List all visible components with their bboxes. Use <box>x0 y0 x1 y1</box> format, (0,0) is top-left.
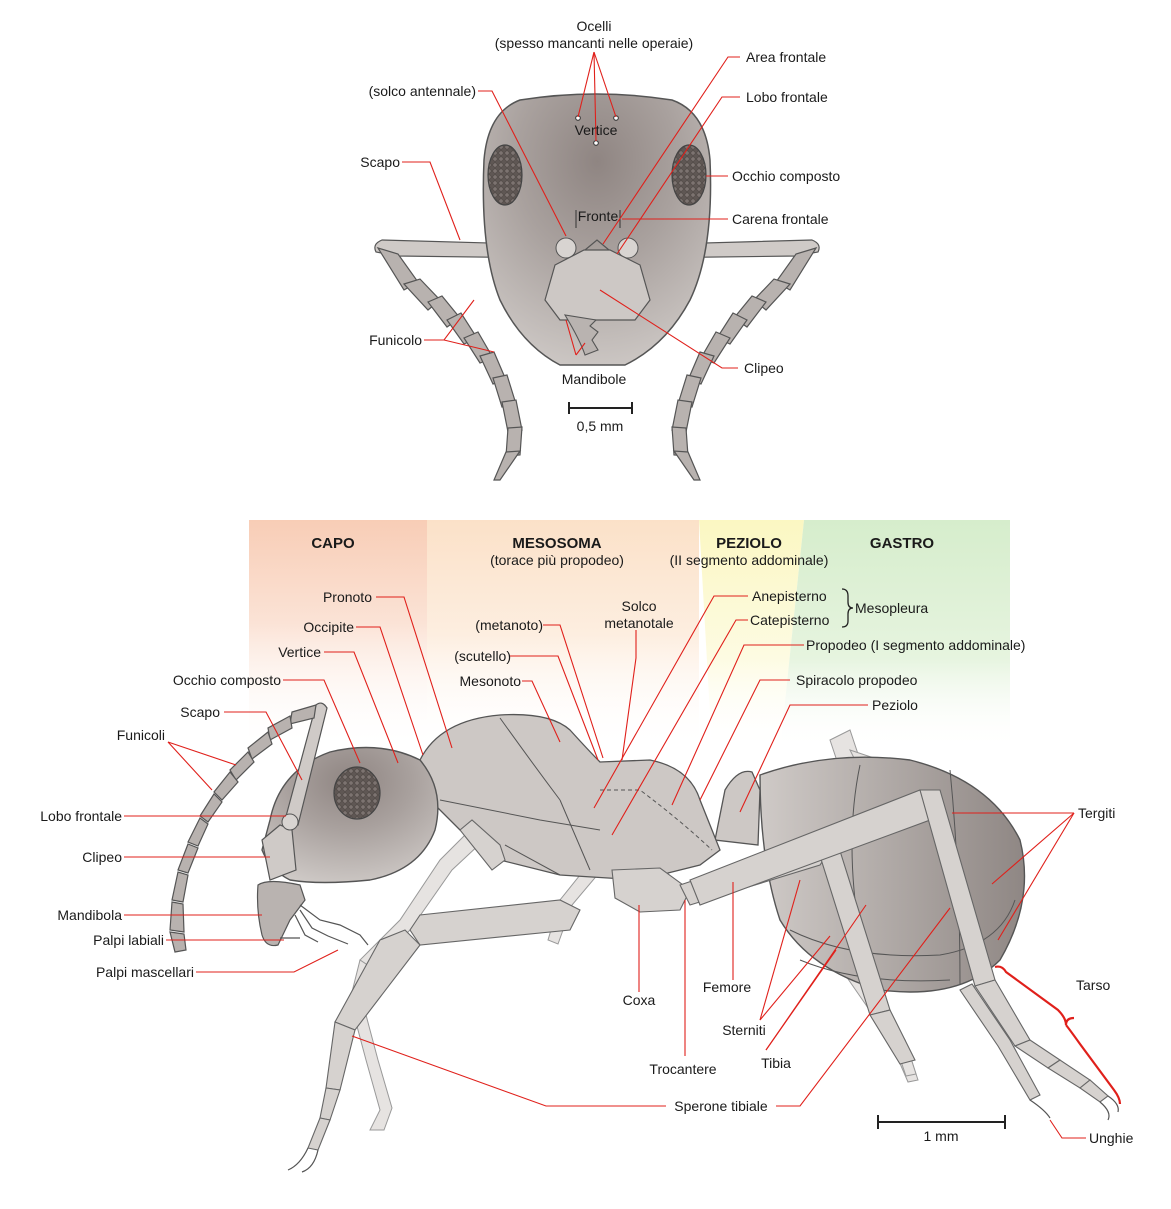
clypeus-frontal <box>544 249 651 321</box>
band-title-mesosoma: MESOSOMA <box>512 535 601 552</box>
head-scale-bar: 0,5 mm <box>568 402 633 434</box>
palps <box>280 904 369 946</box>
head-capsule <box>482 93 712 366</box>
band-title-capo: CAPO <box>311 535 355 552</box>
label-vertice-body: Vertice <box>278 644 321 660</box>
band-sub-mesosoma: (torace più propodeo) <box>490 552 624 568</box>
label-palpi-mascellari: Palpi mascellari <box>96 964 194 980</box>
band-sub-peziolo: (II segmento addominale) <box>670 552 829 568</box>
tarso-bracket <box>994 965 1122 1105</box>
band-peziolo <box>699 520 804 750</box>
label-funicoli: Funicoli <box>117 727 165 743</box>
label-ocelli-note: (spesso mancanti nelle operaie) <box>495 35 693 51</box>
left-antenna <box>374 239 561 481</box>
band-gastro <box>780 520 1010 750</box>
head-labels: Ocelli (spesso mancanti nelle operaie) V… <box>360 18 840 387</box>
label-mesopleura: Mesopleura <box>855 600 928 616</box>
label-fronte: Fronte <box>578 208 619 224</box>
label-femore: Femore <box>703 979 751 995</box>
label-occhio-composto-head: Occhio composto <box>732 168 840 184</box>
label-lobo-frontale-head: Lobo frontale <box>746 89 828 105</box>
lateral-compound-eye <box>333 766 381 820</box>
label-clipeo-body: Clipeo <box>82 849 122 865</box>
label-clipeo-head: Clipeo <box>744 360 784 376</box>
mandibles-frontal <box>563 314 599 356</box>
front-leg <box>287 819 581 1173</box>
mandible-lateral <box>256 880 306 947</box>
label-funicolo: Funicolo <box>369 332 422 348</box>
label-tarso: Tarso <box>1076 977 1110 993</box>
label-sterniti: Sterniti <box>722 1022 766 1038</box>
label-mandibola: Mandibola <box>57 907 122 923</box>
label-mandibole: Mandibole <box>562 371 627 387</box>
body-region-bands <box>249 520 1010 750</box>
label-solco-2: metanotale <box>604 615 673 631</box>
label-carena-frontale: Carena frontale <box>732 211 829 227</box>
label-peziolo-body: Peziolo <box>872 697 918 713</box>
label-sperone-tibiale: Sperone tibiale <box>674 1098 768 1114</box>
label-ocelli: Ocelli <box>576 18 611 34</box>
body-labels: Pronoto Occipite Vertice Occhio composto… <box>40 588 1133 1146</box>
label-scutello: (scutello) <box>454 648 511 664</box>
label-spiracolo: Spiracolo propodeo <box>796 672 918 688</box>
ant-lateral-view <box>169 702 1119 1173</box>
label-trocantere: Trocantere <box>649 1061 716 1077</box>
label-tergiti: Tergiti <box>1078 805 1115 821</box>
body-leader-lines <box>124 595 1086 1139</box>
left-compound-eye <box>487 144 523 206</box>
clypeus-lateral <box>261 824 297 881</box>
label-coxa: Coxa <box>623 992 656 1008</box>
label-unghie: Unghie <box>1089 1130 1134 1146</box>
head-leader-lines <box>402 51 740 369</box>
label-occhio-composto-body: Occhio composto <box>173 672 281 688</box>
hind-leg <box>689 789 1119 1121</box>
funiculi-lateral <box>169 704 317 953</box>
label-solco-1: Solco <box>621 598 656 614</box>
label-scapo-body: Scapo <box>180 704 220 720</box>
label-palpi-labiali: Palpi labiali <box>93 932 164 948</box>
band-title-gastro: GASTRO <box>870 535 935 552</box>
label-occipite: Occipite <box>303 619 354 635</box>
band-title-peziolo: PEZIOLO <box>716 535 782 552</box>
label-area-frontale: Area frontale <box>746 49 826 65</box>
body-scale-bar: 1 mm <box>877 1115 1006 1144</box>
label-scapo-head: Scapo <box>360 154 400 170</box>
label-scale-head: 0,5 mm <box>577 418 624 434</box>
gaster <box>759 756 1026 993</box>
head-frontal-view <box>374 93 820 481</box>
label-solco-antennale: (solco antennale) <box>369 83 476 99</box>
mesopleura-brace <box>841 588 854 628</box>
label-metanoto: (metanoto) <box>475 617 543 633</box>
label-vertice-head: Vertice <box>575 122 618 138</box>
band-titles: CAPO MESOSOMA (torace più propodeo) PEZI… <box>311 535 934 568</box>
label-scale-body: 1 mm <box>924 1128 959 1144</box>
label-anepisterno: Anepisterno <box>752 588 827 604</box>
label-mesonoto: Mesonoto <box>460 673 522 689</box>
band-capo <box>249 520 427 750</box>
label-pronoto: Pronoto <box>323 589 372 605</box>
right-compound-eye <box>671 144 707 206</box>
petiole-node <box>714 770 761 846</box>
label-tibia: Tibia <box>761 1055 791 1071</box>
label-lobo-frontale-body: Lobo frontale <box>40 808 122 824</box>
label-propodeo: Propodeo (I segmento addominale) <box>806 637 1025 653</box>
label-catepisterno: Catepisterno <box>750 612 830 628</box>
